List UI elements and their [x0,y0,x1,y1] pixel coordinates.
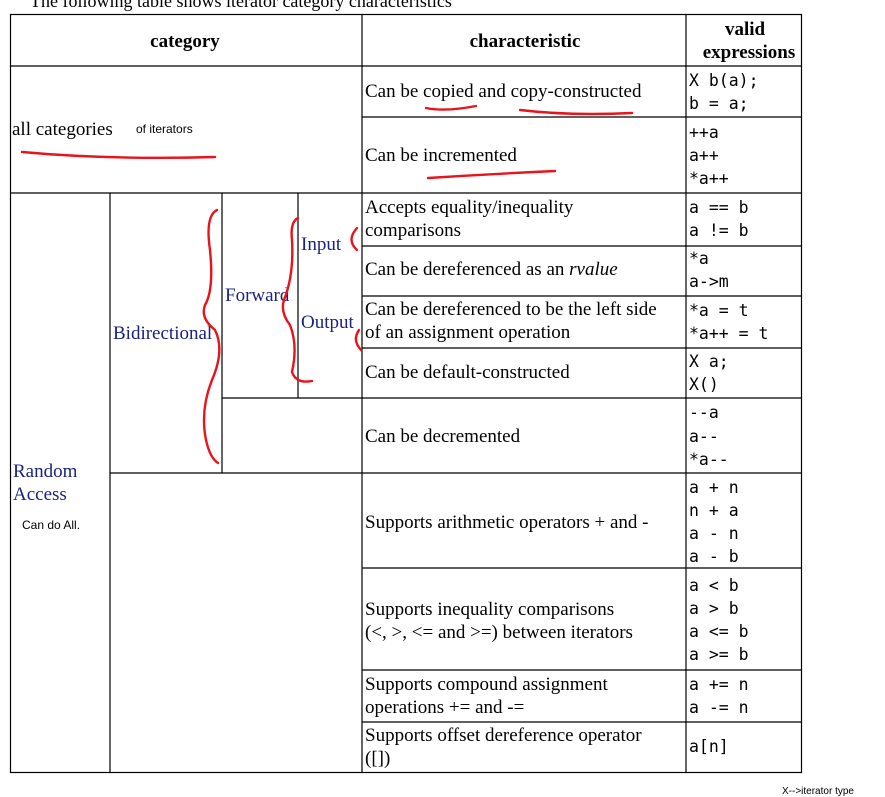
expr-5-1: *a = t [689,301,749,320]
expr-2-3: *a++ [689,169,729,188]
expr-7-3: *a-- [689,450,729,469]
char-row-8: Supports arithmetic operators + and - [365,512,649,533]
char-row-3b: comparisons [365,220,462,241]
char-row-9a: Supports inequality comparisons [365,599,615,620]
expr-8-4: a - b [689,547,739,566]
expr-6-1: X a; [689,352,729,371]
expr-4-2: a->m [689,272,729,291]
header-valid: valid [724,19,766,40]
expr-8-2: n + a [689,501,739,520]
char-row-10b: operations += and -= [365,697,525,718]
footnote: X-->iterator type [782,786,854,797]
expr-4-1: *a [689,249,709,268]
expr-10-1: a += n [689,675,749,694]
expr-3-1: a == b [689,198,749,217]
expr-7-2: a-- [689,427,719,446]
category-random-2: Access [13,484,67,505]
category-output: Output [301,312,354,333]
expr-1-1: X b(a); [689,71,759,90]
expr-1-2: b = a; [689,94,749,113]
char-row-10a: Supports compound assignment [365,674,608,695]
expr-7-1: --a [689,403,719,422]
header-category: category [150,31,220,52]
char-row-5b: of an assignment operation [365,322,571,343]
expr-9-2: a > b [689,599,739,618]
expr-5-2: *a++ = t [689,324,769,343]
expr-2-2: a++ [689,146,719,165]
char-row-11b: ([]) [365,748,391,769]
expr-6-2: X() [689,375,719,394]
char-row-6: Can be default-constructed [365,362,570,383]
expr-10-2: a -= n [689,698,749,717]
category-random-1: Random [13,461,78,482]
category-bidirectional: Bidirectional [113,323,213,344]
expr-9-3: a <= b [689,622,749,641]
char-row-4: Can be dereferenced as an rvalue [365,259,618,280]
char-row-3a: Accepts equality/inequality [365,197,574,218]
char-row-9b: (<, >, <= and >=) between iterators [365,622,633,643]
expr-11-1: a[n] [689,737,729,756]
char-row-2: Can be incremented [365,145,517,166]
expr-8-1: a + n [689,478,739,497]
header-characteristic: characteristic [469,31,581,52]
expr-9-1: a < b [689,576,739,595]
expr-8-3: a - n [689,524,739,543]
expr-2-1: ++a [689,123,719,142]
category-all: all categories [12,119,113,140]
category-random-note: Can do All. [22,518,81,532]
category-forward: Forward [225,285,290,306]
header-expressions: expressions [702,42,796,63]
category-input: Input [301,234,342,255]
category-all-note: of iterators [136,122,193,136]
char-row-5a: Can be dereferenced to be the left side [365,299,657,320]
expr-3-2: a != b [689,221,749,240]
char-row-7: Can be decremented [365,426,521,447]
char-row-11a: Supports offset dereference operator [365,725,642,746]
top-clipped-text: The following table shows iterator categ… [30,0,452,11]
expr-9-4: a >= b [689,645,749,664]
char-row-1: Can be copied and copy-constructed [365,81,642,102]
